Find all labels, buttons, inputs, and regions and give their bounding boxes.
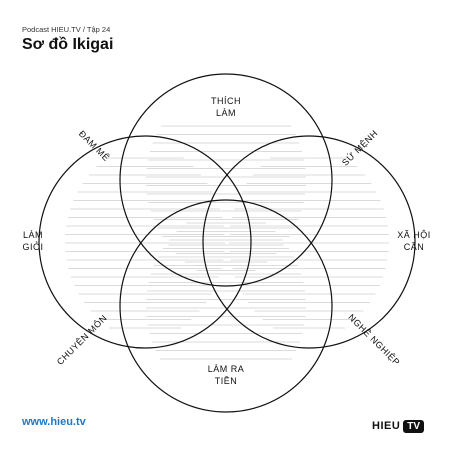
- label-vocation: NGHỀ NGHIỆP: [346, 312, 402, 368]
- brand-badge: TV: [403, 419, 425, 433]
- page-title: Sơ đồ Ikigai: [22, 36, 114, 53]
- podcast-subtitle: Podcast HIEU.TV / Tập 24: [22, 25, 111, 34]
- label-top-line2: LÀM: [216, 108, 236, 118]
- label-right-line2: CẦN: [404, 242, 425, 252]
- label-profession: CHUYÊN MÔN: [55, 313, 109, 367]
- label-bottom-line1: LÀM RA: [208, 364, 245, 374]
- website-link[interactable]: www.hieu.tv: [22, 416, 86, 428]
- circle-top: [119, 73, 333, 287]
- label-right-line1: XÃ HỘI: [397, 230, 431, 240]
- label-left-line1: LÀM: [23, 230, 43, 240]
- label-mission: SỨ MỆNH: [340, 128, 380, 168]
- brand-logo: HIEU TV: [372, 418, 425, 434]
- label-left-line2: GIỎI: [22, 241, 43, 252]
- label-passion: ĐAM MÊ: [77, 129, 112, 164]
- label-top-line1: THÍCH: [211, 96, 241, 106]
- label-bottom-line2: TIỀN: [215, 376, 238, 386]
- writing-lines: [65, 125, 389, 360]
- circle-right: [202, 135, 416, 349]
- brand-text: HIEU: [372, 420, 401, 432]
- circle-left: [38, 135, 252, 349]
- circle-bottom: [119, 199, 333, 413]
